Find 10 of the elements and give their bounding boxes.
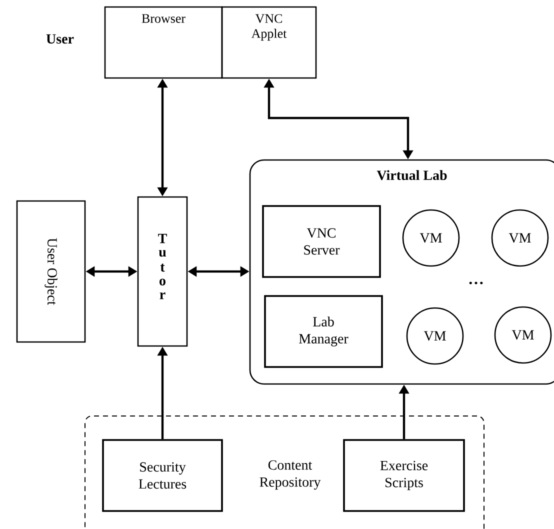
component-box: VNC Server	[262, 205, 381, 278]
tutor-box: Tutor	[137, 196, 188, 347]
browser-box: Browser	[104, 6, 223, 79]
applet-box: VNC Applet	[221, 6, 317, 79]
user-label: User	[46, 34, 74, 44]
component-box: Lab Manager	[264, 295, 383, 368]
content-box: Exercise Scripts	[343, 439, 465, 512]
object-box: User Object	[16, 200, 86, 343]
content-box: Security Lectures	[102, 439, 223, 512]
ellipsis-mark: …	[469, 282, 483, 284]
